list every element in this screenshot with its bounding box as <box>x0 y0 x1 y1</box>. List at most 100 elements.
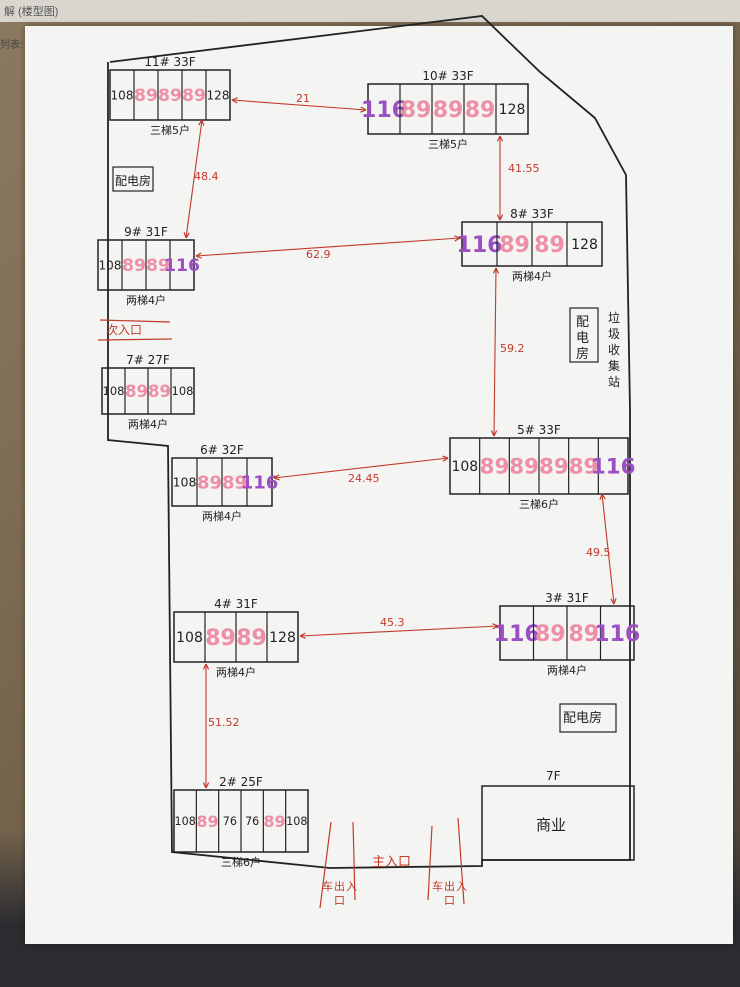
unit-area-label: 108 <box>172 384 194 398</box>
distance-label: 48.4 <box>194 170 219 183</box>
unit-area-label: 108 <box>103 384 125 398</box>
secondary-entrance-line <box>99 319 171 323</box>
unit-area-label: 89 <box>158 86 182 106</box>
substation-top-box <box>112 166 154 192</box>
unit-area-label: 89 <box>197 472 222 493</box>
unit-area-label: 89 <box>122 256 146 276</box>
distance-line-9-8 <box>195 237 461 257</box>
unit-area-label: 76 <box>223 815 237 828</box>
distance-line-8-5 <box>493 267 497 437</box>
arrow-head <box>198 119 205 126</box>
distance-label: 62.9 <box>306 248 331 261</box>
background-paper-strip: 解 (楼型图) <box>0 0 740 22</box>
elevator-config: 两梯4户 <box>547 663 587 677</box>
unit-area-label: 108 <box>286 815 307 828</box>
elevator-config: 三梯5户 <box>150 123 190 137</box>
unit-area-label: 89 <box>125 382 148 401</box>
unit-area-label: 128 <box>207 88 230 102</box>
unit-area-label: 128 <box>571 237 598 253</box>
car-entrance-left-char: 入 <box>346 880 357 893</box>
arrow-head <box>360 106 367 113</box>
unit-area-label: 89 <box>146 256 170 276</box>
top-strip-text: 解 (楼型图) <box>4 6 59 18</box>
car-entrance-right-char: 口 <box>444 894 455 907</box>
gate-line <box>319 821 332 909</box>
arrow-head <box>599 493 606 500</box>
unit-area-label: 89 <box>433 98 464 123</box>
building-number-floors: 3# 31F <box>545 591 589 605</box>
arrow-head <box>490 430 498 437</box>
building-number-floors: 2# 25F <box>219 775 263 789</box>
garbage-station-char: 收 <box>608 343 620 357</box>
car-entrance-left-char: 出 <box>334 879 345 893</box>
building-number-floors: 5# 33F <box>517 423 561 437</box>
building-number-floors: 7# 27F <box>126 353 170 367</box>
substation-bottom-box <box>559 703 617 733</box>
unit-area-label: 89 <box>509 455 539 480</box>
unit-area-label: 108 <box>99 258 122 272</box>
distance-label: 24.45 <box>348 472 380 485</box>
distance-label: 45.3 <box>380 616 405 629</box>
unit-area-label: 108 <box>176 630 203 646</box>
commercial-block <box>481 785 635 861</box>
building-number-floors: 8# 33F <box>510 207 554 221</box>
unit-area-label: 116 <box>457 233 503 258</box>
unit-area-label: 89 <box>222 472 247 493</box>
unit-area-label: 116 <box>494 622 540 647</box>
unit-area-label: 89 <box>182 86 206 106</box>
car-entrance-right-char: 车 <box>432 879 443 893</box>
unit-area-label: 89 <box>401 98 432 123</box>
elevator-config: 三梯5户 <box>428 137 468 151</box>
building-number-floors: 4# 31F <box>214 597 258 611</box>
building-number-floors: 10# 33F <box>422 69 473 83</box>
arrow-head <box>299 632 306 639</box>
elevator-config: 两梯4户 <box>216 665 256 679</box>
arrow-head <box>442 455 449 462</box>
distance-line-11-10 <box>231 99 367 111</box>
elevator-config: 三梯6户 <box>221 855 261 869</box>
arrow-head <box>202 663 210 670</box>
arrow-head <box>492 623 499 630</box>
distance-line-5-3 <box>601 493 615 605</box>
garbage-station-char: 圾 <box>608 327 620 341</box>
unit-area-label: 76 <box>245 815 259 828</box>
unit-area-label: 116 <box>241 472 279 493</box>
garbage-station-char: 垃 <box>608 310 620 325</box>
distance-label: 59.2 <box>500 342 525 355</box>
garbage-station-char: 集 <box>608 358 620 373</box>
unit-area-label: 116 <box>164 256 200 276</box>
arrow-head <box>610 598 617 605</box>
unit-area-label: 89 <box>535 622 566 647</box>
car-entrance-left-char: 口 <box>334 894 345 907</box>
unit-area-label: 128 <box>269 630 296 646</box>
left-edge-text: 列表: <box>0 40 23 51</box>
elevator-config: 三梯6户 <box>519 497 559 511</box>
substation-right-char: 电 <box>576 331 589 346</box>
unit-area-label: 89 <box>148 382 171 401</box>
substation-right-box <box>569 307 599 363</box>
elevator-config: 两梯4户 <box>202 509 242 523</box>
arrow-head <box>454 235 461 242</box>
unit-area-label: 128 <box>499 102 526 118</box>
building-number-floors: 6# 32F <box>200 443 244 457</box>
building-outline <box>367 83 529 135</box>
substation-bottom-label: 配电房 <box>563 710 602 726</box>
secondary-entrance-line-2 <box>97 338 173 341</box>
gate-line <box>457 817 465 905</box>
unit-area-label: 89 <box>205 626 236 651</box>
unit-area-label: 89 <box>236 626 267 651</box>
gate-line <box>427 825 433 901</box>
unit-area-label: 116 <box>361 98 407 123</box>
arrow-head <box>273 474 280 481</box>
unit-area-label: 89 <box>134 86 158 106</box>
secondary-entrance-label: 次入口 <box>106 323 142 337</box>
